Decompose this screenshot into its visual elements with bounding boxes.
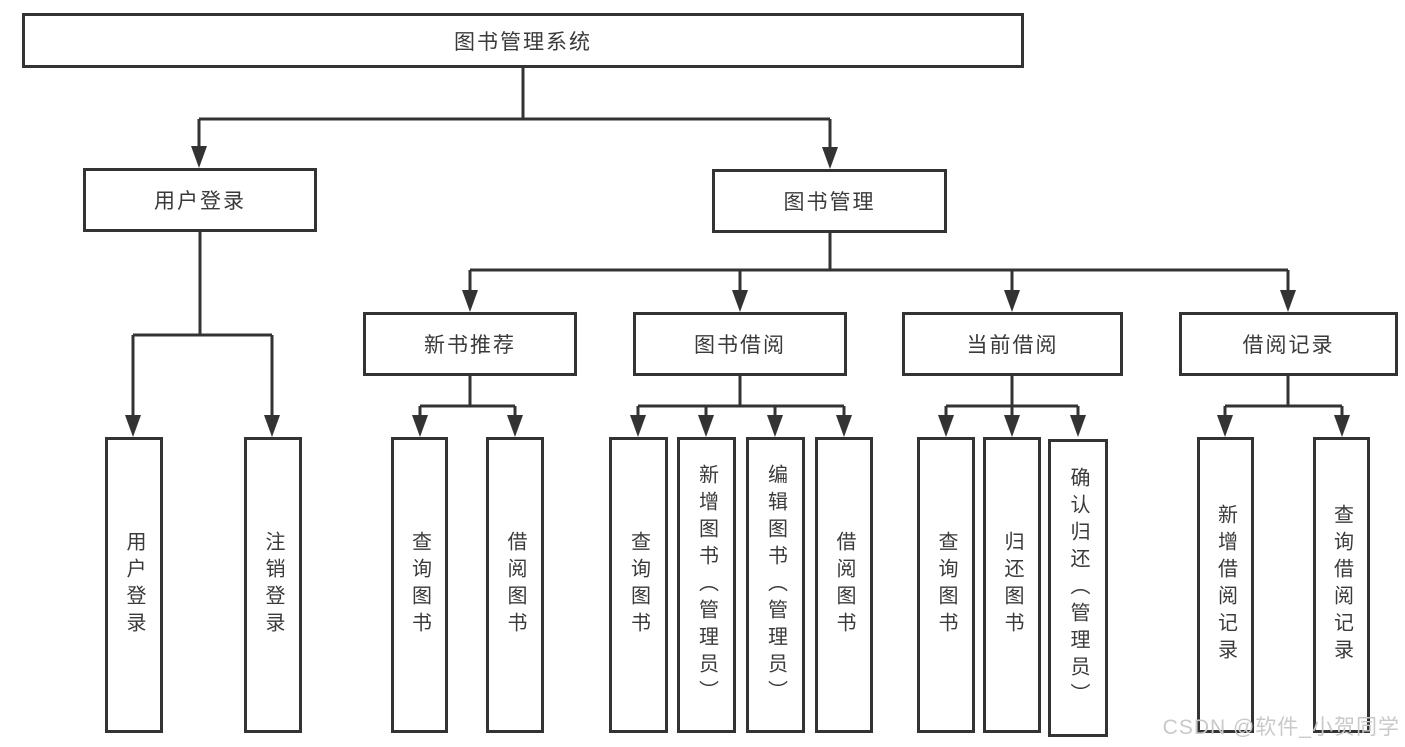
csdn-watermark: CSDN @软件_小贺同学 [1162,716,1400,739]
arrowhead [1004,415,1020,437]
leaf-logout: 注销登录 [244,437,302,733]
leaf-label: 用户登录 [123,531,145,639]
leaf-query-books-recommend: 查询图书 [391,437,448,733]
arrowhead [412,415,428,437]
arrowhead [191,146,207,168]
leaf-query-borrow-record: 查询借阅记录 [1313,437,1370,733]
arrowhead [732,290,748,312]
node-book-borrowing: 图书借阅 [633,312,847,376]
leaf-label: 查询图书 [408,531,431,639]
connector-line [944,376,1080,419]
node-label: 用户登录 [154,190,246,213]
arrowhead [125,415,141,437]
node-borrowing-records: 借阅记录 [1179,312,1398,376]
leaf-label: 注销登录 [262,531,284,639]
node-label: 新书推荐 [424,334,516,357]
node-new-book-recommend: 新书推荐 [363,312,577,376]
connector-line [197,68,832,151]
connector-book-borrow-children [630,376,852,437]
arrowhead [1217,415,1233,437]
leaf-add-borrow-record: 新增借阅记录 [1197,437,1254,733]
leaf-query-books-borrow: 查询图书 [609,437,668,733]
leaf-label: 查询图书 [935,531,957,639]
leaf-label: 借阅图书 [833,531,855,639]
node-root-system: 图书管理系统 [22,13,1024,68]
arrowhead [698,415,714,437]
arrowhead [767,415,783,437]
leaf-return-books: 归还图书 [983,437,1041,733]
node-label: 图书借阅 [694,334,786,357]
arrowhead [822,147,838,169]
arrowhead [507,415,523,437]
leaf-query-books-current: 查询图书 [917,437,975,733]
node-label: 图书管理 [783,191,876,214]
leaf-label: 归还图书 [1001,531,1023,639]
node-user-login: 用户登录 [83,168,317,232]
arrowhead [264,415,280,437]
leaf-label: 新增图书（管理员） [695,463,718,707]
leaf-label: 新增借阅记录 [1214,504,1237,666]
leaf-label: 查询图书 [627,531,650,639]
connector-line [468,233,1290,294]
leaf-borrow-books-recommend: 借阅图书 [486,437,544,733]
connector-new-book-children [412,376,523,437]
connector-root-to-level2 [191,68,838,169]
arrowhead [630,415,646,437]
leaf-confirm-return-admin: 确认归还（管理员） [1048,439,1108,737]
node-current-borrowing: 当前借阅 [902,312,1123,376]
leaf-add-books-admin: 新增图书（管理员） [677,437,736,733]
arrowhead [462,290,478,312]
connector-user-login-children [125,232,280,437]
connector-line [418,376,517,419]
connector-book-mgmt-to-level3 [462,233,1296,312]
leaf-label: 借阅图书 [504,531,526,639]
leaf-label: 编辑图书（管理员） [764,463,787,707]
connector-line [636,376,846,419]
arrowhead [938,415,954,437]
connector-borrow-records-children [1217,376,1350,437]
leaf-borrow-books: 借阅图书 [815,437,873,733]
node-label: 图书管理系统 [454,30,592,54]
node-label: 当前借阅 [966,334,1059,357]
leaf-user-login: 用户登录 [105,437,163,733]
connector-line [131,232,274,419]
arrowhead [1070,415,1086,437]
node-book-management: 图书管理 [712,169,947,233]
arrowhead [1280,290,1296,312]
arrowhead [1334,415,1350,437]
leaf-edit-books-admin: 编辑图书（管理员） [746,437,805,733]
leaf-label: 确认归还（管理员） [1067,466,1089,710]
leaf-label: 查询借阅记录 [1330,504,1353,666]
connector-current-borrow-children [938,376,1086,437]
arrowhead [1004,290,1020,312]
connector-line [1223,376,1344,419]
node-label: 借阅记录 [1242,334,1335,357]
arrowhead [836,415,852,437]
